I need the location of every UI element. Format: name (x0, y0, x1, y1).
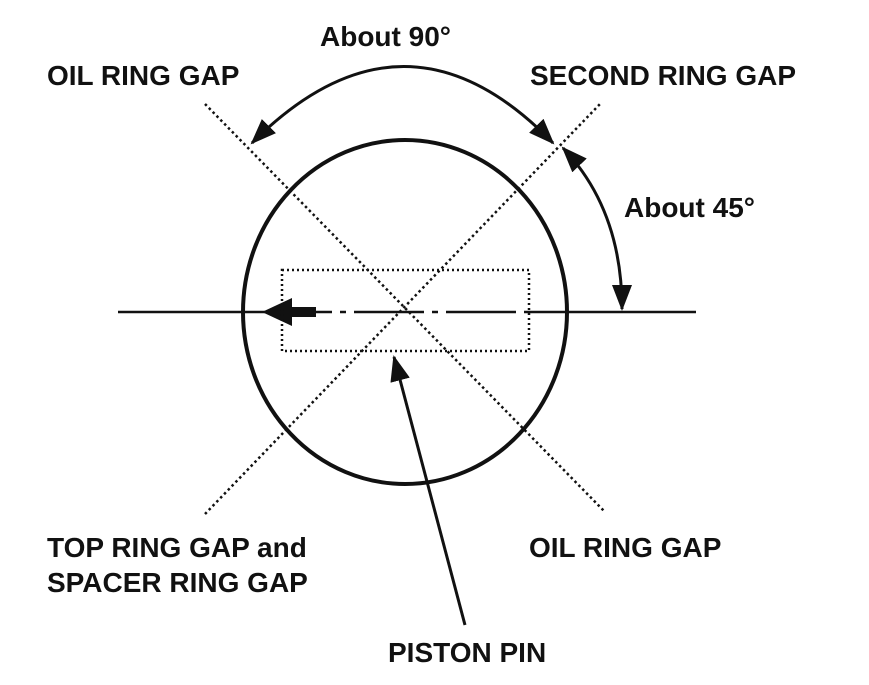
label-piston-pin: PISTON PIN (388, 637, 546, 668)
label-second-ring-gap: SECOND RING GAP (530, 60, 796, 91)
arc-arrow-45 (561, 146, 632, 311)
label-about-45: About 45° (624, 192, 755, 223)
diagonal-top-second-gap-line (204, 103, 601, 515)
label-oil-ring-gap-upper: OIL RING GAP (47, 60, 239, 91)
label-top-ring-gap-line1: TOP RING GAP and (47, 532, 307, 563)
arrow-left-icon (262, 298, 316, 326)
label-oil-ring-gap-lower: OIL RING GAP (529, 532, 721, 563)
label-about-90: About 90° (320, 21, 451, 52)
label-top-ring-gap-line2: SPACER RING GAP (47, 567, 308, 598)
piston-pin-outline (280, 268, 531, 353)
diagonal-oil-gap-line (204, 103, 606, 513)
arc-arrow-90 (250, 65, 555, 145)
piston-pin-leader (390, 355, 467, 626)
